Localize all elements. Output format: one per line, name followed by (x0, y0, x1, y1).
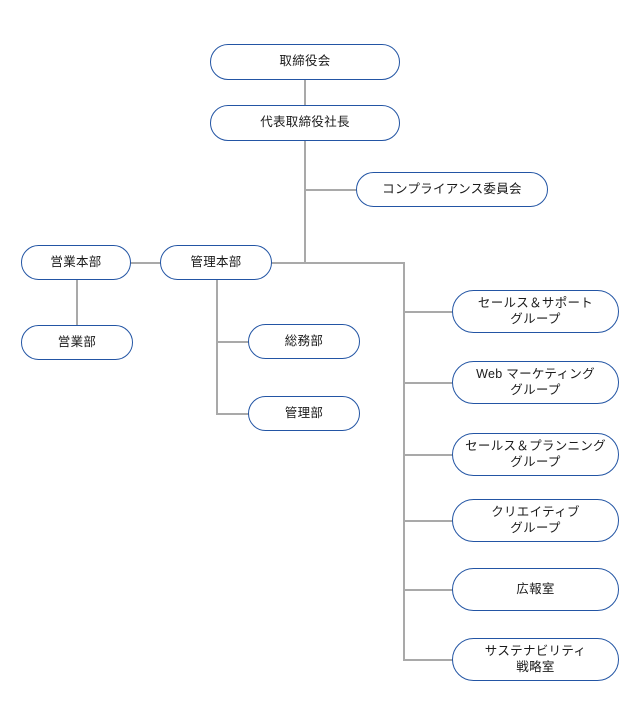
node-creative[interactable]: クリエイティブ グループ (452, 499, 619, 542)
node-general-affairs-label: 総務部 (284, 333, 324, 348)
node-admin-dept-label: 管理部 (284, 405, 324, 420)
node-board[interactable]: 取締役会 (210, 44, 400, 80)
node-creative-label-line2: グループ (510, 520, 561, 535)
connector-trunk-sales-support (403, 311, 453, 313)
node-sales-planning-label-line2: グループ (510, 454, 561, 469)
connector-subtrunk-admin-dept (216, 413, 249, 415)
connector-trunk-pr-office (403, 589, 453, 591)
connector-subtrunk-general-affairs (216, 341, 249, 343)
connector-right-trunk (403, 262, 405, 660)
connector-adminhq-subtrunk (216, 279, 218, 414)
node-admin-hq[interactable]: 管理本部 (160, 245, 272, 280)
node-president[interactable]: 代表取締役社長 (210, 105, 400, 141)
node-sales-support-label-line1: セールス＆サポート (477, 295, 594, 310)
node-admin-dept[interactable]: 管理部 (248, 396, 360, 431)
node-pr-office[interactable]: 広報室 (452, 568, 619, 611)
node-compliance-label: コンプライアンス委員会 (382, 181, 522, 196)
node-web-marketing-label-line2: グループ (510, 382, 561, 397)
node-board-label: 取締役会 (279, 54, 331, 69)
node-sustainability-label-line2: 戦略室 (516, 659, 555, 674)
connector-president-trunk (304, 140, 306, 263)
node-compliance[interactable]: コンプライアンス委員会 (356, 172, 548, 207)
node-general-affairs[interactable]: 総務部 (248, 324, 360, 359)
connector-trunk-creative (403, 520, 453, 522)
node-web-marketing-label-line1: Web マーケティング (476, 366, 595, 381)
node-sales-planning[interactable]: セールス＆プランニング グループ (452, 433, 619, 476)
node-sales-hq-label: 営業本部 (50, 254, 102, 269)
connector-trunk-sales-planning (403, 454, 453, 456)
node-admin-hq-label: 管理本部 (190, 254, 242, 269)
connector-trunk-sustainability (403, 659, 453, 661)
connector-trunk-web-marketing (403, 382, 453, 384)
node-sustainability-label-line1: サステナビリティ (484, 643, 587, 658)
node-president-label: 代表取締役社長 (260, 115, 350, 130)
node-pr-office-label: 広報室 (516, 581, 555, 596)
node-sales-dept[interactable]: 営業部 (21, 325, 133, 360)
node-sales-planning-label-line1: セールス＆プランニング (465, 438, 606, 453)
node-sales-support-label-line2: グループ (510, 311, 561, 326)
connector-board-president (304, 79, 306, 106)
connector-trunk-compliance (304, 189, 357, 191)
node-creative-label-line1: クリエイティブ (491, 504, 580, 519)
node-sales-support[interactable]: セールス＆サポート グループ (452, 290, 619, 333)
connector-saleshq-salesdept (76, 280, 78, 326)
node-sales-hq[interactable]: 営業本部 (21, 245, 131, 280)
node-sales-dept-label: 営業部 (57, 334, 97, 349)
node-sustainability[interactable]: サステナビリティ 戦略室 (452, 638, 619, 681)
node-web-marketing[interactable]: Web マーケティング グループ (452, 361, 619, 404)
